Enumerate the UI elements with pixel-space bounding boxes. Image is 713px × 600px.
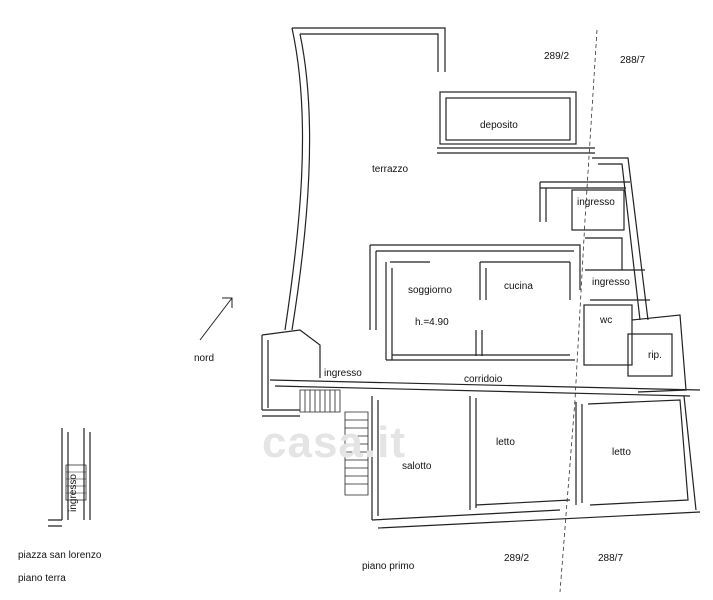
ground-floor-plan [48, 428, 91, 527]
letto-left-room [475, 499, 571, 506]
room-label-ingresso-left: ingresso [324, 368, 362, 379]
compass-label: nord [194, 353, 215, 364]
parcel-boundary-line [559, 29, 598, 593]
wc-room [583, 304, 633, 366]
location-label: piazza san lorenzo [18, 550, 102, 561]
height-note: h.=4.90 [415, 317, 449, 328]
room-label-salotto: salotto [402, 461, 432, 472]
parcel-label-bottom-left: 289/2 [504, 553, 530, 564]
parcel-label-bottom-right: 288/7 [598, 553, 624, 564]
north-arrow-icon [199, 297, 233, 341]
room-label-terrazzo: terrazzo [372, 164, 409, 175]
room-label-soggiorno: soggiorno [408, 285, 452, 296]
room-label-corridoio: corridoio [464, 374, 503, 385]
room-label-wc: wc [600, 315, 613, 326]
room-label-ingresso-top: ingresso [577, 197, 615, 208]
room-label-deposito: deposito [480, 120, 518, 131]
watermark: casa.it [262, 418, 406, 467]
floor-label-upper: piano primo [362, 561, 415, 572]
terrace-outline [284, 27, 446, 331]
floor-label-ground: piano terra [18, 573, 66, 584]
salotto-room [371, 396, 561, 521]
deposito-room [439, 91, 577, 145]
room-label-ingresso-mid: ingresso [592, 277, 630, 288]
staircase [299, 389, 369, 496]
ingresso-top-room [571, 189, 625, 231]
room-label-letto-2: letto [612, 447, 631, 458]
room-label-letto-1: letto [496, 437, 515, 448]
rip-room [627, 333, 673, 377]
room-label-cucina: cucina [504, 281, 533, 292]
room-label-rip: rip. [648, 350, 662, 361]
letto-right-room [587, 399, 689, 506]
main-living-outline [369, 244, 581, 330]
parcel-label-top-left: 289/2 [544, 51, 570, 62]
room-label-ingresso-ground: ingresso [67, 474, 79, 512]
parcel-label-top-right: 288/7 [620, 55, 646, 66]
